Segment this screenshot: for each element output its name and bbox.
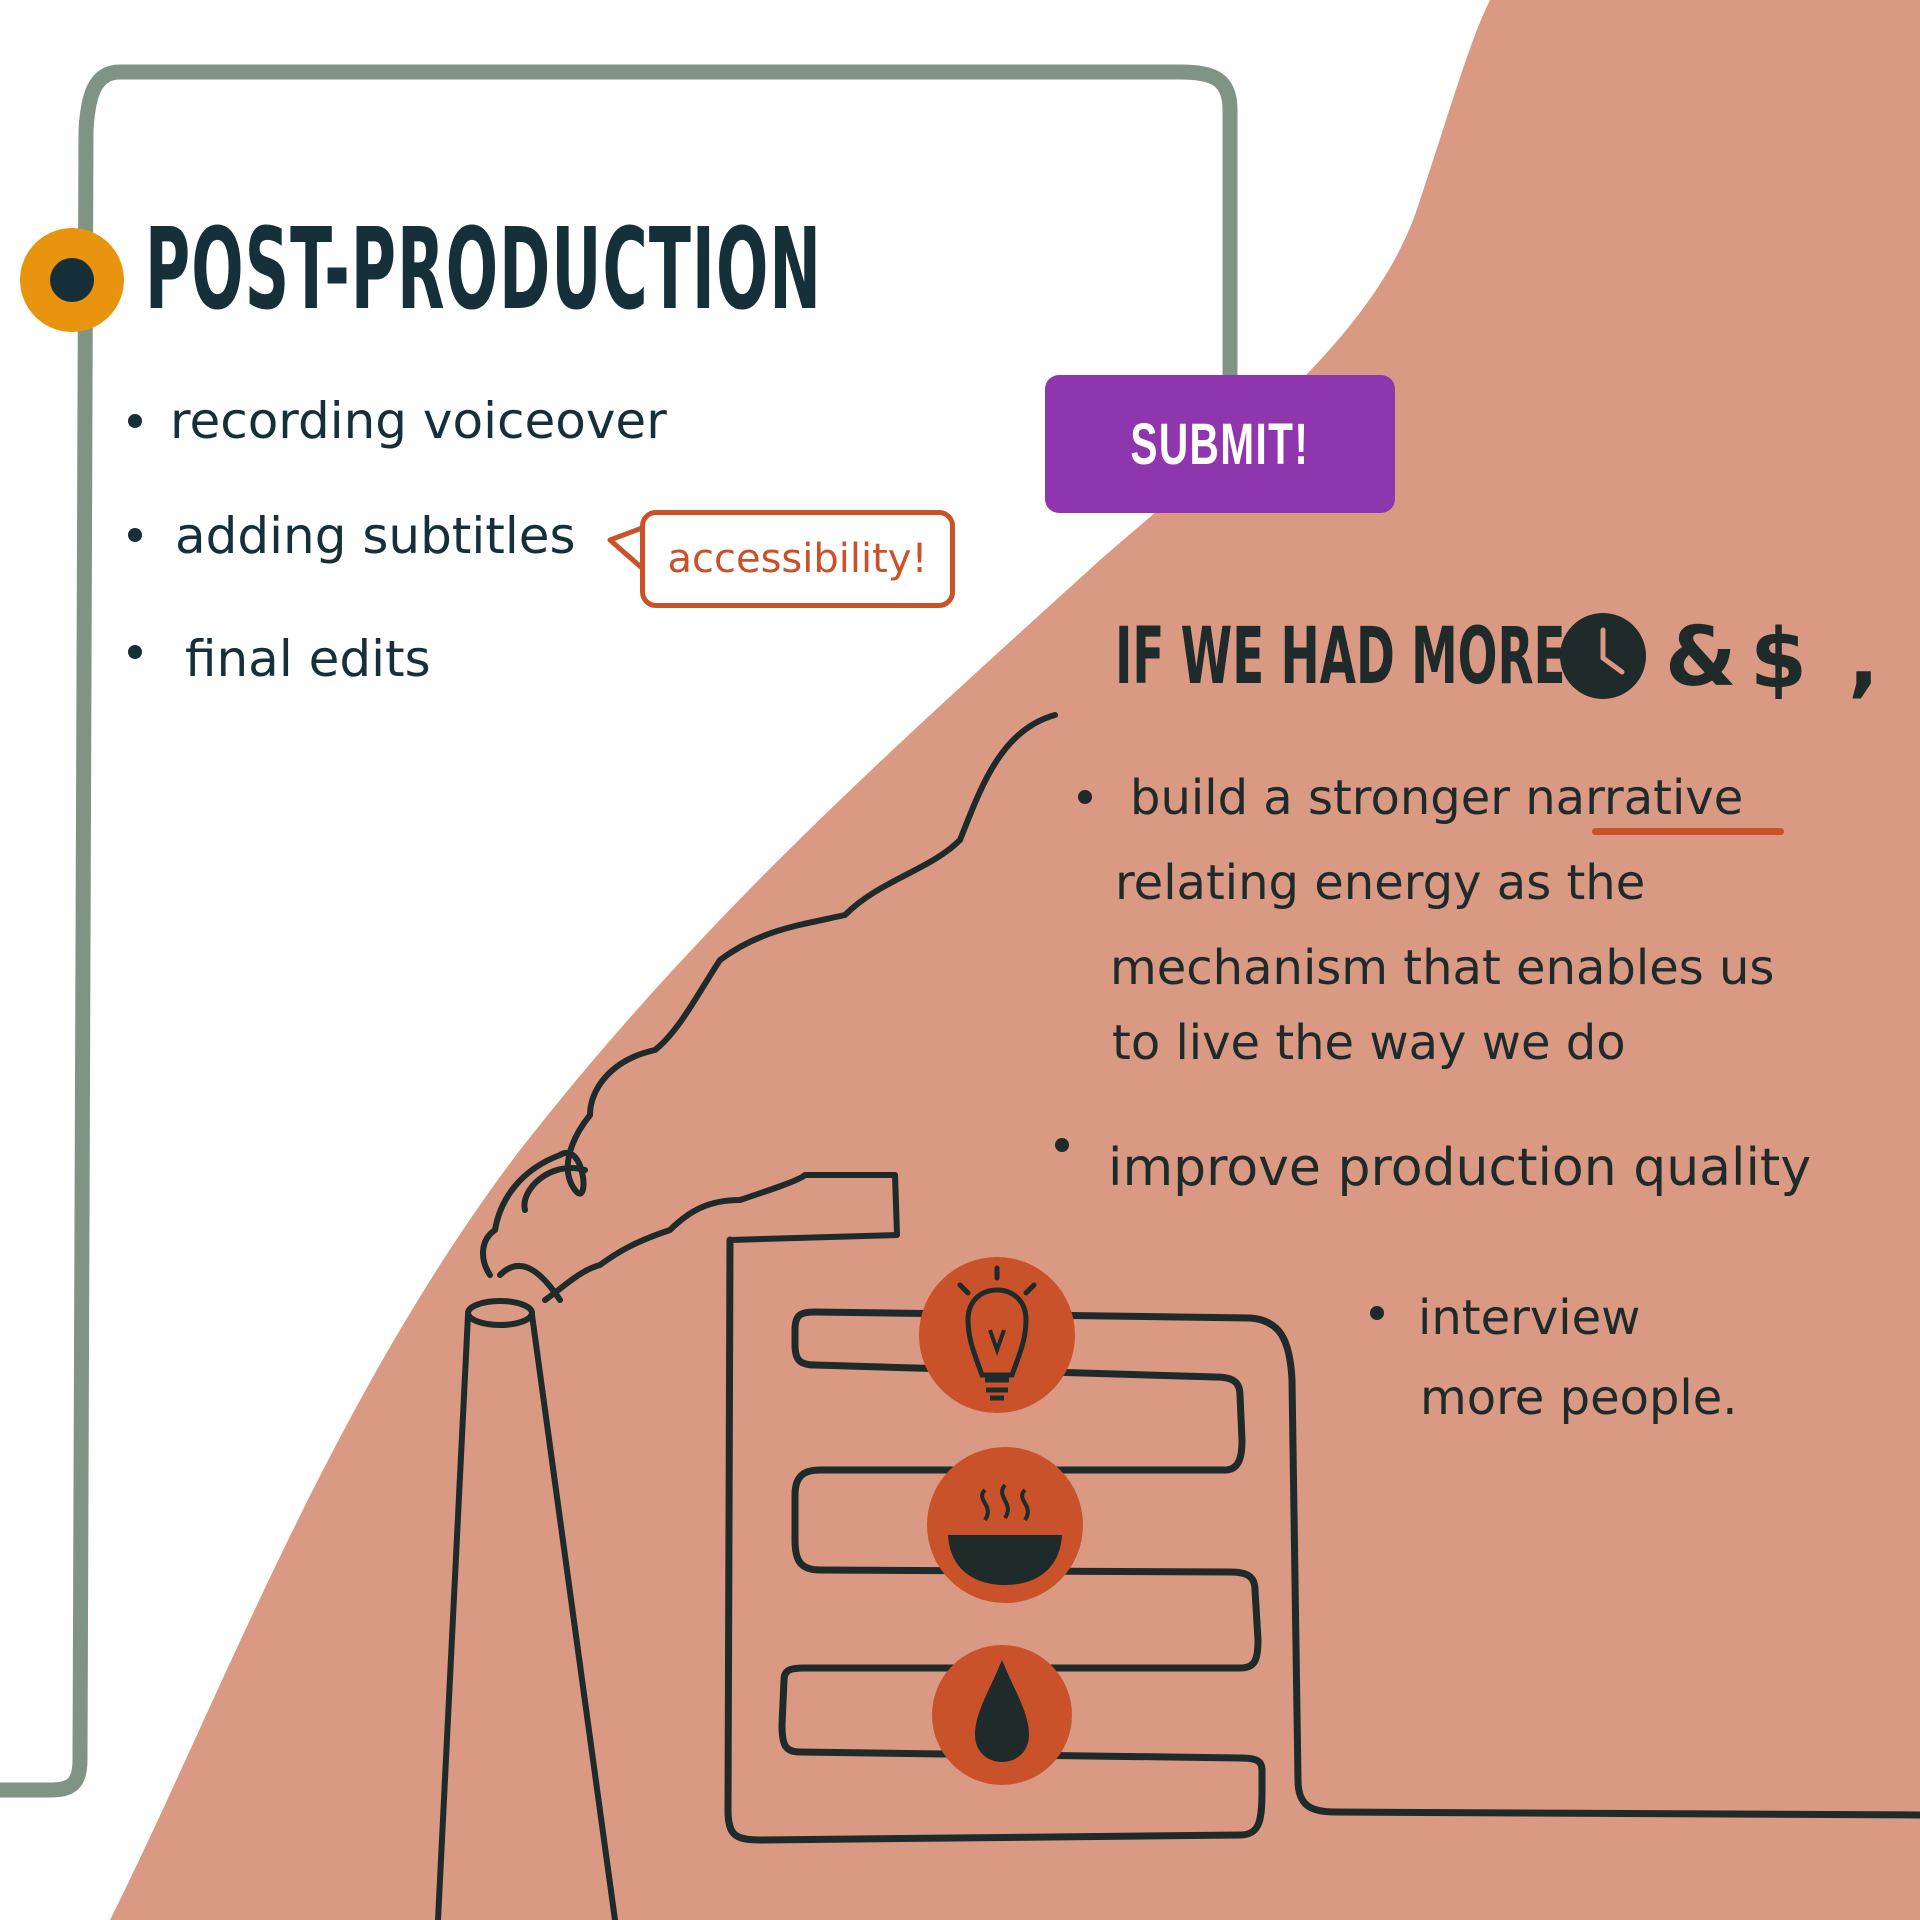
bullet1-line1: build a stronger narrative bbox=[1130, 770, 1744, 826]
narrative-emphasis: narrative bbox=[1525, 770, 1744, 826]
bullet-dot bbox=[128, 645, 142, 659]
chimney bbox=[435, 1312, 618, 1920]
sub-bullet-line1: interview bbox=[1418, 1290, 1641, 1346]
section-title: POST-PRODUCTION bbox=[145, 205, 823, 335]
submit-label: SUBMIT! bbox=[1130, 411, 1310, 477]
list-item-subtitles: adding subtitles bbox=[175, 507, 576, 565]
bullet1-line3: mechanism that enables us bbox=[1110, 940, 1775, 996]
bullet2-text: improve production quality bbox=[1108, 1138, 1812, 1198]
bullet-dot bbox=[128, 528, 142, 542]
ampersand: & bbox=[1665, 610, 1737, 705]
heading-comma: , bbox=[1848, 612, 1880, 707]
accessibility-callout: accessibility! bbox=[640, 510, 955, 608]
smoke-outline bbox=[480, 712, 1058, 1278]
clock-icon bbox=[1560, 613, 1646, 699]
callout-text: accessibility! bbox=[667, 536, 928, 582]
bullet1-line4: to live the way we do bbox=[1112, 1015, 1626, 1071]
bullet-dot bbox=[1078, 790, 1092, 804]
steaming-bowl-icon bbox=[927, 1447, 1083, 1603]
bullet-dot bbox=[1370, 1306, 1384, 1320]
lightbulb-icon bbox=[919, 1257, 1075, 1413]
salmon-region bbox=[110, 0, 1920, 1920]
narrative-underline bbox=[1592, 828, 1784, 835]
dollar-sign: $ bbox=[1750, 612, 1808, 707]
frame-border bbox=[0, 64, 1238, 1798]
factory-pipe bbox=[724, 1236, 1920, 1844]
right-heading: IF WE HAD MORE bbox=[1115, 612, 1566, 702]
oil-drop-icon bbox=[932, 1645, 1072, 1785]
sub-bullet-line2: more people. bbox=[1420, 1370, 1738, 1426]
bullet-dot bbox=[128, 414, 142, 428]
bullet-dot bbox=[1055, 1138, 1069, 1152]
submit-button[interactable]: SUBMIT! bbox=[1045, 375, 1395, 513]
bullet1-line2: relating energy as the bbox=[1115, 855, 1646, 911]
list-item-final-edits: final edits bbox=[185, 630, 431, 688]
list-item-voiceover: recording voiceover bbox=[170, 392, 667, 450]
